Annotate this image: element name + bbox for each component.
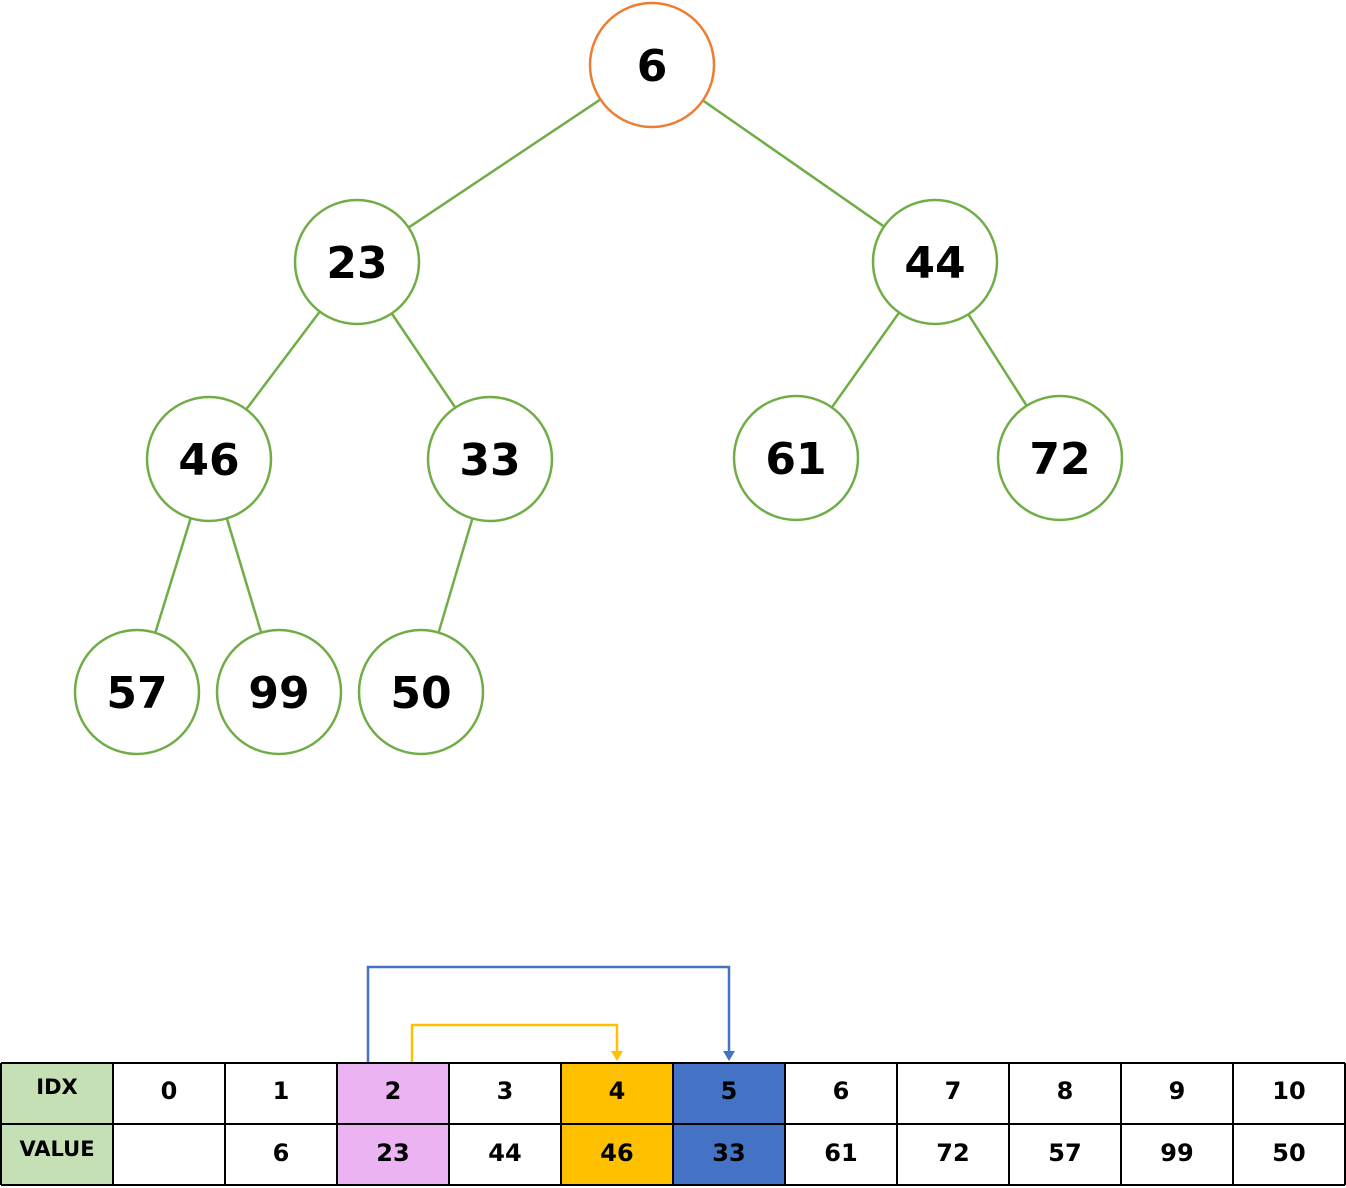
value-cell-4: 46 — [600, 1139, 633, 1167]
tree-node-label: 99 — [248, 668, 309, 719]
tree-node-label: 44 — [904, 238, 965, 289]
arrow-line — [410, 1023, 619, 1063]
value-cell-6: 61 — [824, 1139, 857, 1167]
value-cell-7: 72 — [936, 1139, 969, 1167]
tree-node-circle — [357, 628, 485, 756]
tree-edge-n4-n9 — [225, 518, 263, 633]
tree-node-label: 23 — [326, 238, 387, 289]
tree-node-50: 50 — [357, 628, 485, 756]
tree-node-label: 50 — [390, 668, 451, 719]
tree-node-circle — [145, 395, 273, 523]
tree-edge-n4-n8 — [154, 517, 192, 634]
tree-node-label: 46 — [178, 435, 239, 486]
arrow-2-to-4 — [410, 1023, 623, 1063]
idx-cell-7: 7 — [945, 1077, 962, 1105]
arrow-head — [611, 1051, 623, 1061]
idx-cell-2: 2 — [385, 1077, 402, 1105]
tree-node-circle — [215, 628, 343, 756]
value-cell-3: 44 — [488, 1139, 521, 1167]
idx-cell-1: 1 — [273, 1077, 290, 1105]
tree-node-label: 61 — [765, 434, 826, 485]
tree-edge-n3-n7 — [967, 313, 1028, 407]
value-cell-9: 99 — [1160, 1139, 1193, 1167]
tree-nodes: 6 23 44 46 33 61 72 57 99 50 — [73, 1, 1124, 756]
value-cell-8: 57 — [1048, 1139, 1081, 1167]
tree-node-circle — [588, 1, 716, 129]
tree-node-33: 33 — [426, 395, 554, 523]
tree-node-57: 57 — [73, 628, 201, 756]
value-row-label: VALUE — [19, 1137, 94, 1161]
tree-node-23: 23 — [293, 198, 421, 326]
idx-cell-8: 8 — [1057, 1077, 1074, 1105]
tree-node-label: 33 — [459, 435, 520, 486]
arrow-head — [723, 1051, 735, 1061]
tree-node-label: 57 — [106, 668, 167, 719]
tree-node-circle — [73, 628, 201, 756]
value-cell-10: 50 — [1272, 1139, 1305, 1167]
tree-node-46: 46 — [145, 395, 273, 523]
tree-node-label: 72 — [1029, 434, 1090, 485]
tree-edge-n5-n10 — [437, 518, 474, 633]
arrow-2-to-5 — [366, 965, 735, 1063]
value-cell-5: 33 — [712, 1139, 745, 1167]
tree-edge-n3-n6 — [830, 311, 901, 409]
idx-cell-4: 4 — [609, 1077, 626, 1105]
tree-edge-n2-n5 — [390, 312, 457, 409]
idx-cell-6: 6 — [833, 1077, 850, 1105]
tree-node-circle — [293, 198, 421, 326]
idx-row-label: IDX — [36, 1075, 77, 1099]
tree-edge-n1-n3 — [702, 99, 885, 228]
tree-node-circle — [996, 394, 1124, 522]
idx-cell-0: 0 — [161, 1077, 178, 1105]
tree-edge-n1-n2 — [407, 98, 602, 229]
idx-cell-9: 9 — [1169, 1077, 1186, 1105]
value-cell-1: 6 — [273, 1139, 290, 1167]
idx-cell-5: 5 — [721, 1077, 738, 1105]
tree-edge-n2-n4 — [245, 310, 321, 411]
tree-node-label: 6 — [637, 41, 668, 92]
tree-node-72: 72 — [996, 394, 1124, 522]
table-grid — [0, 1062, 1346, 1186]
tree-node-44: 44 — [871, 198, 999, 326]
tree-node-circle — [871, 198, 999, 326]
value-cell-2: 23 — [376, 1139, 409, 1167]
tree-node-61: 61 — [732, 394, 860, 522]
tree-node-circle — [426, 395, 554, 523]
tree-node-6: 6 — [588, 1, 716, 129]
idx-cell-10: 10 — [1272, 1077, 1305, 1105]
idx-cell-3: 3 — [497, 1077, 514, 1105]
tree-node-circle — [732, 394, 860, 522]
index-arrows — [366, 965, 735, 1063]
arrow-line — [366, 965, 731, 1063]
tree-node-99: 99 — [215, 628, 343, 756]
tree-edges — [154, 98, 1028, 634]
